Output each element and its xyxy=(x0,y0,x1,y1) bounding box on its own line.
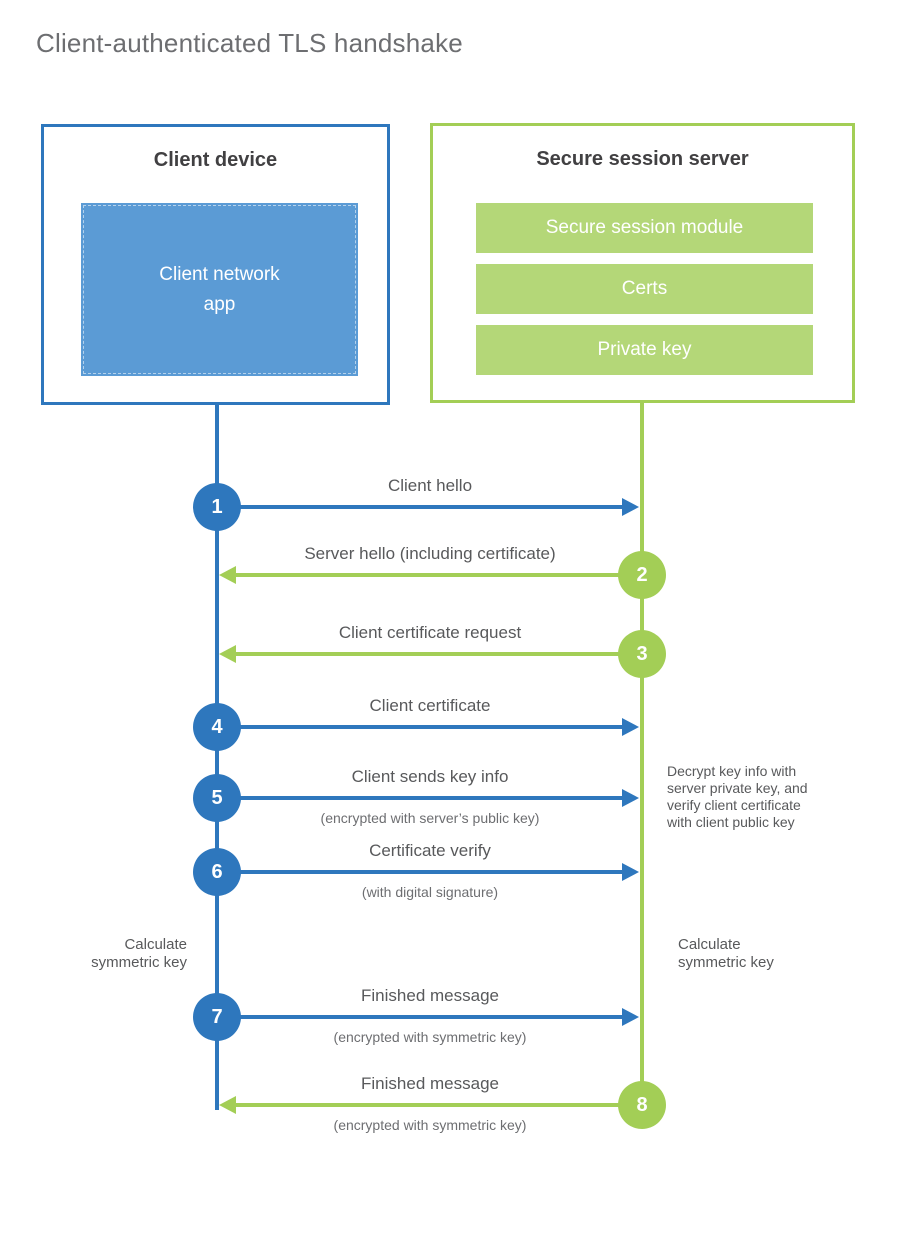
step-8-circle: 8 xyxy=(618,1081,666,1129)
message-5-arrowhead-right xyxy=(622,789,639,807)
message-8-arrowhead-left xyxy=(219,1096,236,1114)
message-3-label: Client certificate request xyxy=(338,623,522,642)
page-title: Client-authenticated TLS handshake xyxy=(36,28,463,58)
message-5-sublabel: (encrypted with server’s public key) xyxy=(320,810,540,826)
message-6-label: Certificate verify xyxy=(369,841,491,860)
message-6-arrowhead-right xyxy=(622,863,639,881)
message-1-arrowhead-right xyxy=(622,498,639,516)
step-1-circle: 1 xyxy=(193,483,241,531)
step-5-circle: 5 xyxy=(193,774,241,822)
client-device-box: Client device Client network app xyxy=(41,124,390,405)
message-6-sublabel: (with digital signature) xyxy=(361,884,499,900)
message-4-arrowhead-right xyxy=(622,718,639,736)
message-2-arrowhead-left xyxy=(219,566,236,584)
client-device-heading: Client device xyxy=(153,149,278,171)
server-decrypt-key-info-note: Decrypt key info with server private key… xyxy=(667,763,808,830)
message-7-label: Finished message xyxy=(361,986,499,1005)
message-7-arrowhead-right xyxy=(622,1008,639,1026)
server-module-bar-3: Private key xyxy=(476,325,813,375)
message-2-arrow-line xyxy=(235,573,642,577)
step-7-circle: 7 xyxy=(193,993,241,1041)
step-6-circle: 6 xyxy=(193,848,241,896)
step-3-circle: 3 xyxy=(618,630,666,678)
message-7-sublabel: (encrypted with symmetric key) xyxy=(333,1029,527,1045)
message-4-label: Client certificate xyxy=(369,696,491,715)
server-module-bar-2: Certs xyxy=(476,264,813,314)
message-8-sublabel: (encrypted with symmetric key) xyxy=(333,1117,527,1133)
message-7-arrow-line xyxy=(217,1015,624,1019)
message-8-arrow-line xyxy=(235,1103,642,1107)
message-1-arrow-line xyxy=(217,505,624,509)
server-module-bar-1: Secure session module xyxy=(476,203,813,253)
message-8-label: Finished message xyxy=(361,1074,499,1093)
secure-session-server-heading: Secure session server xyxy=(536,148,749,170)
client-network-app-box: Client network app xyxy=(81,203,358,376)
message-3-arrow-line xyxy=(235,652,642,656)
step-4-circle: 4 xyxy=(193,703,241,751)
message-1-label: Client hello xyxy=(387,476,473,495)
message-6-arrow-line xyxy=(217,870,624,874)
client-lifeline xyxy=(215,403,219,1110)
server-calculate-symmetric-key-note: Calculate symmetric key xyxy=(678,936,774,971)
step-2-circle: 2 xyxy=(618,551,666,599)
message-5-label: Client sends key info xyxy=(351,767,509,786)
secure-session-server-box: Secure session server Secure session mod… xyxy=(430,123,855,403)
message-3-arrowhead-left xyxy=(219,645,236,663)
message-2-label: Server hello (including certificate) xyxy=(304,544,556,563)
message-5-arrow-line xyxy=(217,796,624,800)
client-calculate-symmetric-key-note: Calculate symmetric key xyxy=(91,936,187,971)
server-lifeline xyxy=(640,401,644,1107)
message-4-arrow-line xyxy=(217,725,624,729)
